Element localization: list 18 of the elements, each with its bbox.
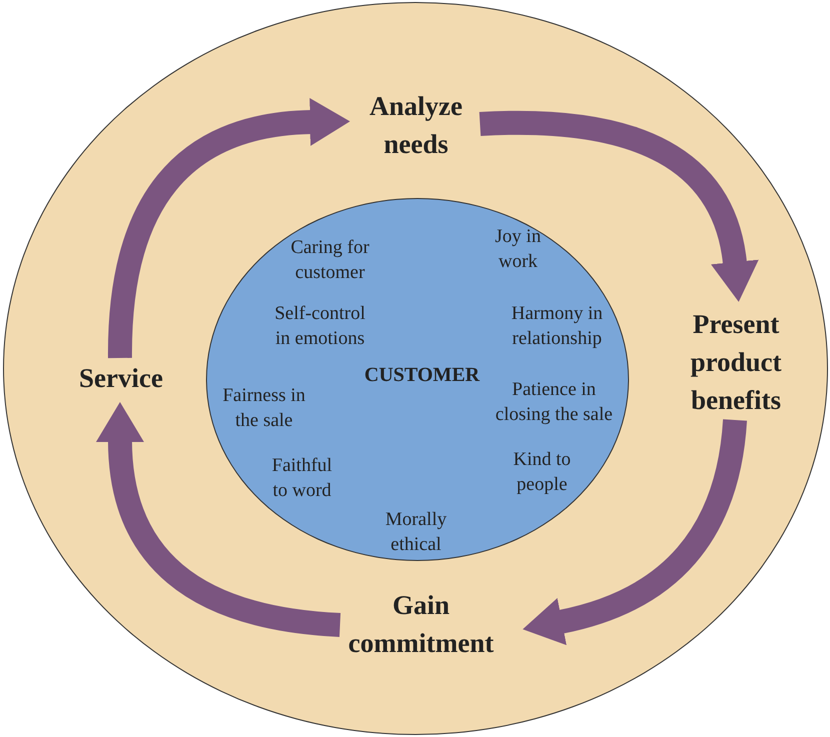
value-text: Patience in closing the sale [494, 378, 614, 427]
value-text: Faithful to word [270, 454, 334, 503]
center-label: CUSTOMER [364, 363, 480, 388]
value-text: Caring for customer [290, 236, 370, 285]
stage-label: Gain commitment [341, 586, 501, 662]
curved-arrow [96, 402, 341, 637]
stage-label: Service [66, 359, 176, 399]
value-text: Harmony in relationship [510, 302, 604, 351]
curved-arrow [108, 98, 350, 358]
stage-label: Analyze needs [351, 87, 481, 163]
value-text: Fairness in the sale [222, 384, 306, 433]
stage-label: Present product benefits [673, 305, 799, 421]
value-text: Kind to people [512, 448, 572, 497]
value-text: Self-control in emotions [274, 302, 366, 351]
value-text: Morally ethical [384, 508, 448, 557]
curved-arrow [523, 418, 747, 645]
value-text: Joy in work [494, 225, 542, 274]
curved-arrow [480, 110, 758, 302]
